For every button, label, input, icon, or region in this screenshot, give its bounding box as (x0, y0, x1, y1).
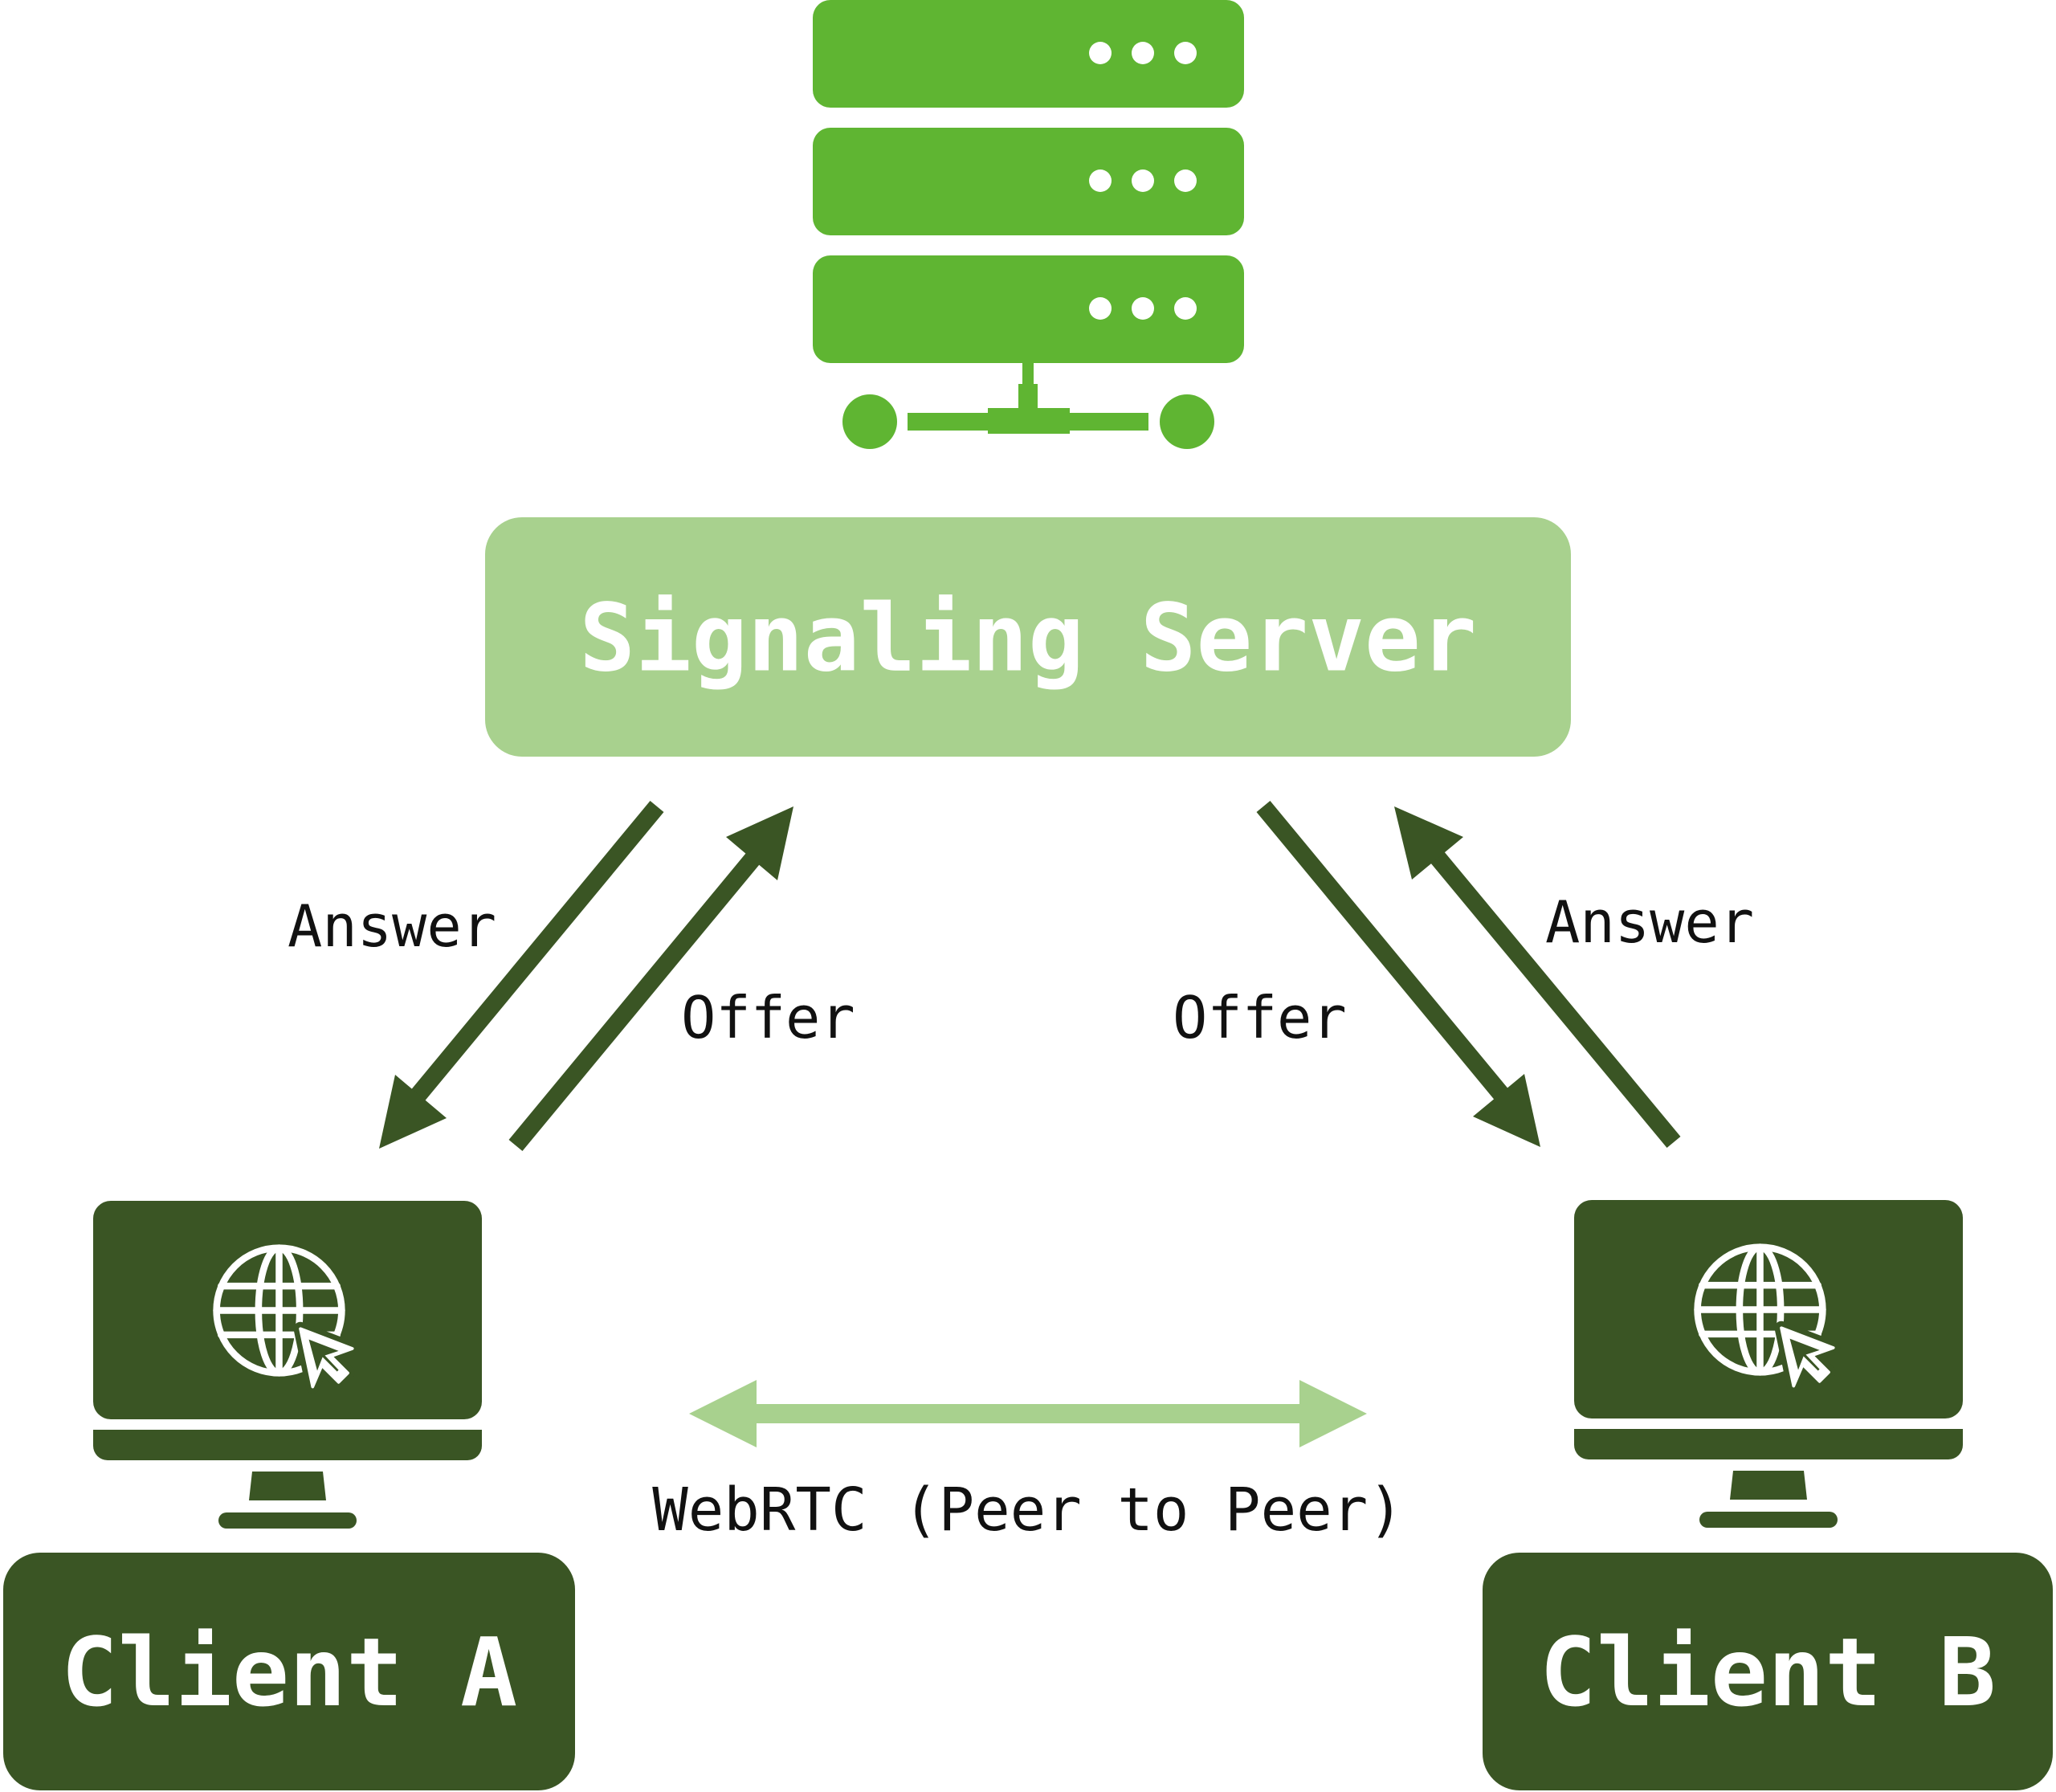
client-b-label: Client B (1540, 1617, 1996, 1728)
network-connector (842, 363, 1214, 449)
server-rack-icon (813, 0, 1244, 449)
right-answer-label: Answer (1545, 888, 1754, 956)
server-unit (813, 255, 1244, 363)
left-answer-label: Answer (288, 892, 496, 960)
arrow-answer-to-client-a (379, 800, 664, 1149)
client-a-label: Client A (61, 1617, 517, 1728)
client-a-monitor-icon (93, 1201, 482, 1529)
client-b-monitor-icon (1574, 1200, 1963, 1528)
signaling-server-label: Signaling Server (579, 585, 1476, 693)
arrow-offer-from-client-a (508, 806, 793, 1152)
arrow-offer-to-client-b (1256, 800, 1540, 1147)
webrtc-label: WebRTC (Peer to Peer) (652, 1476, 1404, 1545)
left-offer-label: Offer (681, 984, 855, 1051)
webrtc-p2p-arrow (689, 1380, 1367, 1447)
client-b-box: Client B (1483, 1553, 2053, 1790)
signaling-server-box: Signaling Server (485, 517, 1571, 757)
right-offer-label: Offer (1173, 984, 1347, 1051)
client-a-box: Client A (3, 1553, 575, 1790)
arrow-answer-from-client-b (1394, 806, 1681, 1149)
server-unit (813, 128, 1244, 235)
server-unit (813, 0, 1244, 108)
